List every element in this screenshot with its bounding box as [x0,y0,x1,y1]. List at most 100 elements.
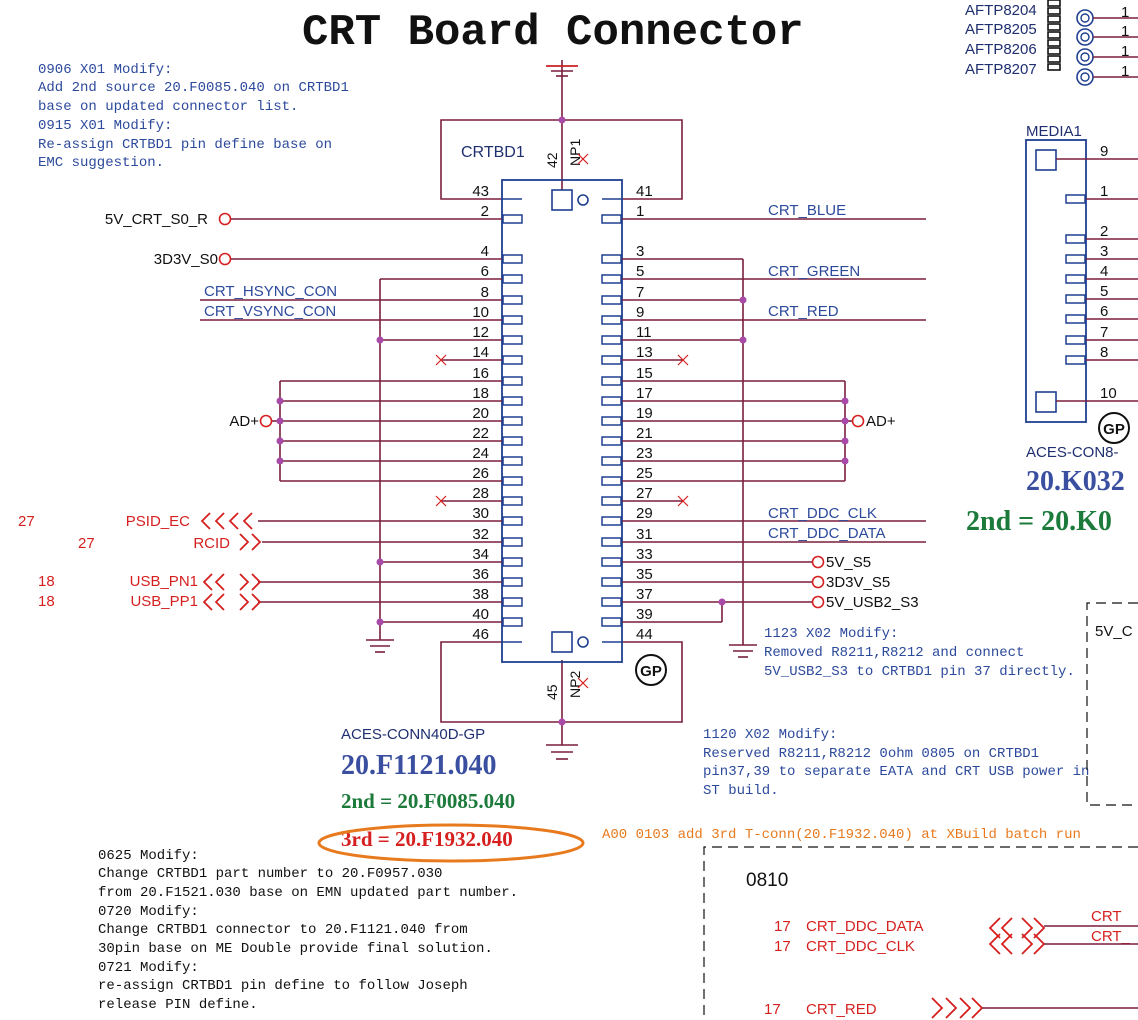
net-ad-left-label: AD+ [229,413,259,430]
media-pin-number: 6 [1100,303,1108,320]
np2-label: NP2 [567,671,583,698]
media-pin-pad [1065,314,1086,324]
testpoint-pad [1076,9,1094,27]
note-line: 30pin base on ME Double provide final so… [98,941,493,957]
connector-part-number: 20.F1121.040 [341,750,497,781]
junction-dots [276,116,849,726]
media-pin-number: 4 [1100,263,1108,280]
media-mount-pad-bottom [1035,391,1057,413]
testpoint-pad [1076,68,1094,86]
pin-pad [601,436,622,446]
pin-number-left: 38 [472,586,489,603]
pin-pad [601,315,622,325]
row-tail: CRT [1091,908,1122,925]
pin-pad [502,355,523,365]
testpoint-label: AFTP8206 [965,41,1037,58]
row-page-ref: 17 [764,1001,781,1018]
media-pin-pad [1065,234,1086,244]
connector-3rd-source: 3rd = 20.F1932.040 [341,827,513,851]
note-line: 0625 Modify: [98,848,199,864]
ground-symbol-right [729,644,757,658]
np1-round-pad [577,194,589,206]
note-line: ST build. [703,783,779,799]
media-ref: MEDIA1 [1026,123,1082,140]
media-pin-number: 5 [1100,283,1108,300]
pin-number-left: 18 [472,385,489,402]
pin-pad [502,254,523,264]
notes-x02-1120: 1120 X02 Modify: Reserved R8211,R8212 0o… [703,727,1089,799]
net-crt-ddc-data: CRT_DDC_DATA [768,525,886,542]
net-hsync-label: CRT_HSYNC_CON [204,283,337,300]
pin-pad [601,254,622,264]
net-crt-blue: CRT_BLUE [768,202,846,219]
pin-number-right: 27 [636,485,653,502]
net-crt-red: CRT_RED [768,303,839,320]
note-line: 0915 X01 Modify: [38,118,172,134]
media-pin-number: 9 [1100,143,1108,160]
pin-pad [502,315,523,325]
power-port-ad-right [851,414,865,428]
pin-number-right: 1 [636,203,644,220]
note-line: 0721 Modify: [98,960,199,976]
pin-pad [502,436,523,446]
note-line: base on updated connector list. [38,99,298,115]
pin-pad [601,214,622,224]
pin-number-left: 34 [472,546,489,563]
pin-number-right: 17 [636,385,653,402]
testpoint-pad [1076,48,1094,66]
pin-number-right: 44 [636,626,653,643]
media-pin-number: 3 [1100,243,1108,260]
ground-symbol-left [366,639,394,653]
net-5v-usb2: 5V_USB2_S3 [826,594,919,611]
net-5v-crt-label: 5V_CRT_S0_R [105,211,208,228]
pin-pad [601,396,622,406]
pin-number-left: 4 [481,243,489,260]
pin-number-left: 14 [472,344,489,361]
pin-pad [601,496,622,506]
media-pin-number: 2 [1100,223,1108,240]
pin-number-right: 3 [636,243,644,260]
connector-type-label: ACES-CONN40D-GP [341,726,485,743]
testpoint-pin-number: 1 [1121,43,1129,60]
box-0810-label: 0810 [746,870,788,891]
pin-number-left: 46 [472,626,489,643]
net-3d3v-s5: 3D3V_S5 [826,574,890,591]
pin-pad [601,557,622,567]
media-pin-pad [1065,335,1086,345]
pin-pad [502,456,523,466]
pin-number-right: 21 [636,425,653,442]
pin-number-right: 31 [636,526,653,543]
np1-square-pad [551,189,573,211]
pin-pad [502,516,523,526]
pin-pad [502,376,523,386]
pin-pad [601,476,622,486]
pin-pad [601,597,622,607]
pin-number-left: 10 [472,304,489,321]
note-line: Removed R8211,R8212 and connect [764,645,1024,661]
pin-number-right: 19 [636,405,653,422]
sheet-title: CRT Board Connector [302,8,804,58]
power-port-5v-usb2 [811,595,825,609]
gp-badge-media-text: GP [1103,421,1125,438]
pin-pad [601,537,622,547]
testpoint-label: AFTP8207 [965,61,1037,78]
media-pin-pad [1065,194,1086,204]
media-mount-pad-top [1035,149,1057,171]
row-page-ref: 17 [774,938,791,955]
pin-pad [502,396,523,406]
notes-x02-1123: 1123 X02 Modify: Removed R8211,R8212 and… [764,626,1075,680]
testpoint-pad [1076,28,1094,46]
usb-pn1-label: USB_PN1 [130,573,198,590]
row-page-ref: 17 [774,918,791,935]
net-ad-right-label: AD+ [866,413,896,430]
net-5v-s5: 5V_S5 [826,554,871,571]
pin-number-right: 35 [636,566,653,583]
pin-pad [601,577,622,587]
note-line: 5V_USB2_S3 to CRTBD1 pin 37 directly. [764,664,1075,680]
np1-no-connect-mark [577,153,589,165]
note-line: Change CRTBD1 part number to 20.F0957.03… [98,866,442,882]
connector-body [501,179,623,663]
usb-pn1-page-ref: 18 [38,573,55,590]
